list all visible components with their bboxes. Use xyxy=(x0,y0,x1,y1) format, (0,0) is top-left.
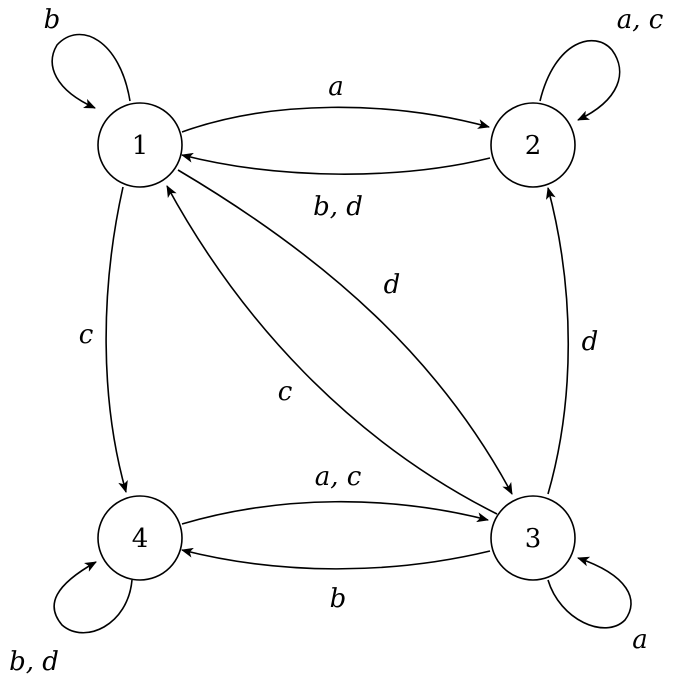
label-edge-1-to-4: c xyxy=(79,320,94,350)
edge-2-to-1 xyxy=(181,152,491,175)
edge-3-to-1 xyxy=(166,185,498,515)
label-edge-4-to-3: a, c xyxy=(315,462,362,492)
state-node-1: 1 xyxy=(97,102,183,188)
state-node-2: 2 xyxy=(490,102,576,188)
label-edge-1-to-1: b xyxy=(44,5,61,35)
state-node-4: 4 xyxy=(97,495,183,581)
label-edge-3-to-1: c xyxy=(278,377,293,407)
state-label: 3 xyxy=(525,524,542,554)
state-label: 4 xyxy=(132,524,149,554)
edge-1-to-3 xyxy=(177,169,513,495)
label-edge-4-to-4: b, d xyxy=(9,647,59,677)
edge-3-to-4 xyxy=(181,547,491,570)
state-label: 1 xyxy=(132,131,149,161)
edge-4-to-4 xyxy=(53,561,133,634)
label-edge-3-to-2: d xyxy=(582,327,599,357)
label-edge-3-to-3: a xyxy=(632,625,648,655)
label-edge-2-to-2: a, c xyxy=(617,5,664,35)
edge-1-to-2 xyxy=(181,106,490,133)
edge-3-to-3 xyxy=(547,556,632,629)
edge-2-to-2 xyxy=(539,39,621,121)
label-edge-1-to-2: a xyxy=(328,72,344,102)
edge-4-to-3 xyxy=(181,500,489,525)
edge-1-to-1 xyxy=(51,33,131,109)
edge-3-to-2 xyxy=(545,187,570,495)
state-node-3: 3 xyxy=(490,495,576,581)
label-edge-2-to-1: b, d xyxy=(313,192,363,222)
edge-1-to-4 xyxy=(105,186,128,493)
label-edge-3-to-4: b xyxy=(330,584,347,614)
state-label: 2 xyxy=(525,131,542,161)
label-edge-1-to-3: d xyxy=(384,270,401,300)
